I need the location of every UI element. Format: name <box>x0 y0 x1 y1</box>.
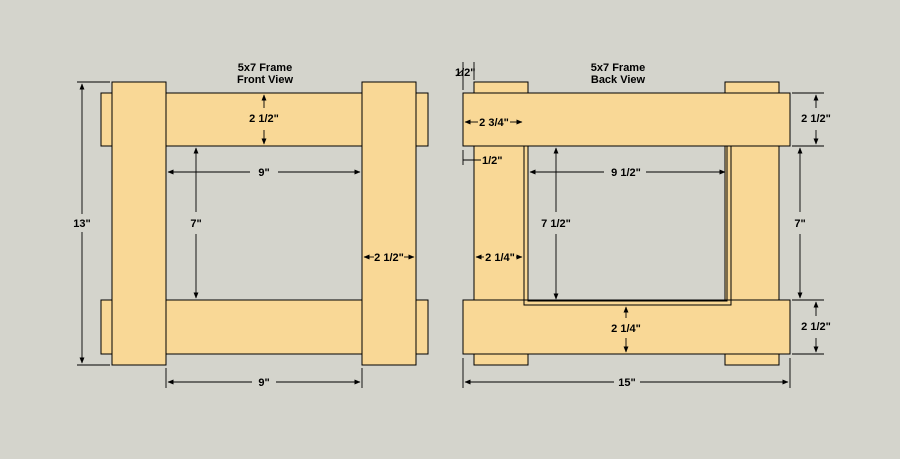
front-view: 5x7 Frame Front View 13" 2 1/2" 9" <box>73 62 429 389</box>
back-right-middle-label: 7" <box>794 218 805 230</box>
front-dim-bottom-span: 9" <box>165 368 363 389</box>
back-dim-right-stack: 2 1/2" 7" 2 1/2" <box>792 92 831 355</box>
front-bottom-span-label: 9" <box>258 377 269 389</box>
back-rabbet-inner <box>527 145 728 302</box>
front-dim-top-rail: 2 1/2" <box>249 94 279 145</box>
back-opening-height-label: 7 1/2" <box>541 218 571 230</box>
back-dim-opening-width: 9 1/2" <box>529 167 726 179</box>
front-dim-overall-height: 13" <box>73 81 110 366</box>
back-overhang-top-label: 1/2" <box>455 67 476 79</box>
back-opening-width-label: 9 1/2" <box>611 167 641 179</box>
back-dim-rabbet-side: 1/2" <box>463 155 503 167</box>
back-title-line1: 5x7 Frame <box>591 62 645 74</box>
back-rabbet-side-label: 1/2" <box>482 155 503 167</box>
back-dim-bottom-rail-to-opening: 2 1/4" <box>611 306 641 353</box>
back-dim-overall-width: 15" <box>462 358 791 389</box>
back-dim-opening-height: 7 1/2" <box>541 147 571 300</box>
front-top-rail-label: 2 1/2" <box>249 113 279 125</box>
front-opening-height-label: 7" <box>190 218 201 230</box>
back-right-bottom-label: 2 1/2" <box>801 321 831 333</box>
front-dim-stile-width: 2 1/2" <box>363 252 415 264</box>
front-stile-width-label: 2 1/2" <box>374 252 404 264</box>
front-title-line2: Front View <box>237 74 293 86</box>
front-dim-opening-width: 9" <box>167 167 361 179</box>
back-stile-to-opening-label: 2 1/4" <box>485 252 515 264</box>
back-bottom-rail-to-opening-label: 2 1/4" <box>611 323 641 335</box>
back-top-rail <box>462 92 791 147</box>
back-overall-width-label: 15" <box>618 377 635 389</box>
back-right-top-label: 2 1/2" <box>801 113 831 125</box>
back-dim-rabbet-offset: 2 3/4" <box>462 117 523 165</box>
back-dim-overhang-top: 1/2" <box>455 62 476 90</box>
back-title-line2: Back View <box>591 74 646 86</box>
front-title-line1: 5x7 Frame <box>238 62 292 74</box>
back-view: 5x7 Frame Back View 1/2" 2 3/4" 1/2" <box>455 62 831 389</box>
back-rabbet-offset-label: 2 3/4" <box>479 117 509 129</box>
back-dim-stile-to-opening: 2 1/4" <box>475 252 523 264</box>
front-dim-opening-height: 7" <box>190 147 202 299</box>
front-opening-width-label: 9" <box>258 167 269 179</box>
front-overall-height-label: 13" <box>73 218 90 230</box>
front-left-stile <box>111 81 167 366</box>
front-right-stile <box>361 81 417 366</box>
